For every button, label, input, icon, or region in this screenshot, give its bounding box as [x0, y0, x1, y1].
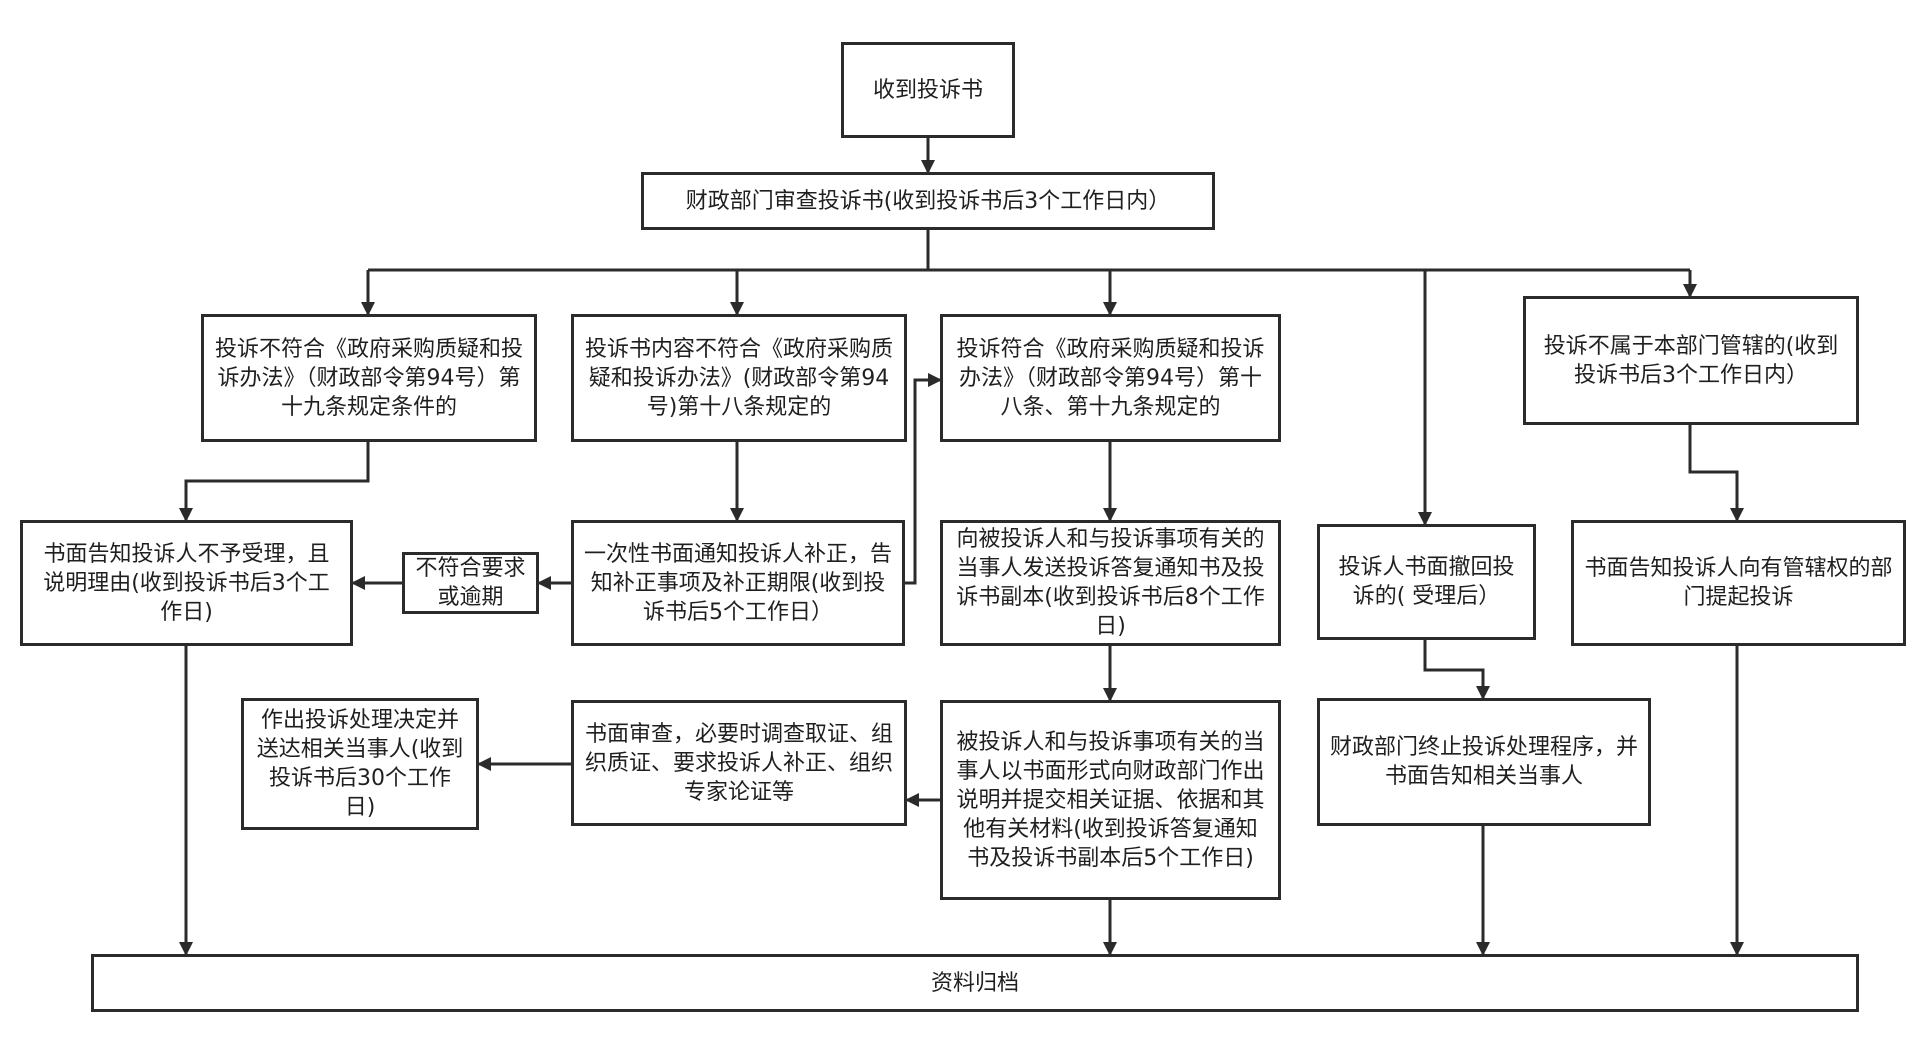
receive-complaint-text: 收到投诉书 [872, 77, 983, 103]
finance-review-box: 财政部门审查投诉书(收到投诉书后3个工作日内） [641, 172, 1215, 230]
withdraw-complaint-box: 投诉人书面撤回投诉的( 受理后） [1317, 524, 1536, 640]
fail-article18-box: 投诉书内容不符合《政府采购质疑和投诉办法》(财政部令第94号)第十八条规定的 [571, 314, 907, 442]
arrow-fail-art19-to-reject [179, 442, 370, 522]
archive-box: 资料归档 [91, 954, 1859, 1012]
reject-notice-text: 书面告知投诉人不予受理，且说明理由(收到投诉书后3个工作日) [43, 541, 330, 625]
respondent-reply-box: 被投诉人和与投诉事项有关的当事人以书面形式向财政部门作出说明并提交相关证据、依据… [940, 700, 1281, 900]
refer-notice-text: 书面告知投诉人向有管辖权的部门提起投诉 [1584, 556, 1893, 610]
written-review-text: 书面审查，必要时调查取证、组织质证、要求投诉人补正、组织专家论证等 [584, 721, 893, 805]
finance-review-text: 财政部门审查投诉书(收到投诉书后3个工作日内） [685, 188, 1171, 214]
decision-box: 作出投诉处理决定并送达相关当事人(收到投诉书后30个工作日) [241, 698, 479, 830]
written-review-box: 书面审查，必要时调查取证、组织质证、要求投诉人补正、组织专家论证等 [571, 700, 907, 826]
fail-article19-box: 投诉不符合《政府采购质疑和投诉办法》（财政部令第94号）第十九条规定条件的 [201, 314, 537, 442]
archive-text: 资料归档 [930, 970, 1019, 996]
terminate-process-text: 财政部门终止投诉处理程序，并书面告知相关当事人 [1330, 735, 1639, 789]
send-reply-notice-text: 向被投诉人和与投诉事项有关的当事人发送投诉答复通知书及投诉书副本(收到投诉书后8… [956, 527, 1265, 639]
fail-article19-text: 投诉不符合《政府采购质疑和投诉办法》（财政部令第94号）第十九条规定条件的 [214, 336, 523, 420]
fail-article18-text: 投诉书内容不符合《政府采购质疑和投诉办法》(财政部令第94号)第十八条规定的 [584, 336, 893, 420]
refer-notice-box: 书面告知投诉人向有管辖权的部门提起投诉 [1571, 520, 1906, 646]
withdraw-complaint-text: 投诉人书面撤回投诉的( 受理后） [1338, 555, 1515, 609]
supplement-notice-text: 一次性书面通知投诉人补正，告知补正事项及补正期限(收到投诉书后5个工作日） [584, 541, 893, 625]
meet-rules-box: 投诉符合《政府采购质疑和投诉办法》（财政部令第94号）第十八条、第十九条规定的 [940, 314, 1281, 442]
respondent-reply-text: 被投诉人和与投诉事项有关的当事人以书面形式向财政部门作出说明并提交相关证据、依据… [956, 729, 1265, 871]
reject-notice-box: 书面告知投诉人不予受理，且说明理由(收到投诉书后3个工作日) [20, 520, 353, 646]
meet-rules-text: 投诉符合《政府采购质疑和投诉办法》（财政部令第94号）第十八条、第十九条规定的 [956, 336, 1265, 420]
not-meet-overdue-box: 不符合要求或逾期 [402, 552, 539, 614]
not-jurisdiction-text: 投诉不属于本部门管辖的(收到投诉书后3个工作日内） [1543, 333, 1839, 388]
arrow-withdraw-to-terminate [1423, 640, 1490, 700]
decision-text: 作出投诉处理决定并送达相关当事人(收到投诉书后30个工作日) [256, 708, 464, 820]
send-reply-notice-box: 向被投诉人和与投诉事项有关的当事人发送投诉答复通知书及投诉书副本(收到投诉书后8… [940, 520, 1281, 646]
not-jurisdiction-box: 投诉不属于本部门管辖的(收到投诉书后3个工作日内） [1523, 296, 1859, 425]
arrow-not-jurisdiction-to-refer [1688, 425, 1744, 522]
arrow-supplement-to-meet-rules [905, 373, 942, 585]
terminate-process-box: 财政部门终止投诉处理程序，并书面告知相关当事人 [1317, 698, 1651, 826]
receive-complaint-box: 收到投诉书 [841, 42, 1015, 138]
supplement-notice-box: 一次性书面通知投诉人补正，告知补正事项及补正期限(收到投诉书后5个工作日） [571, 520, 905, 646]
not-meet-overdue-text: 不符合要求或逾期 [415, 556, 526, 610]
